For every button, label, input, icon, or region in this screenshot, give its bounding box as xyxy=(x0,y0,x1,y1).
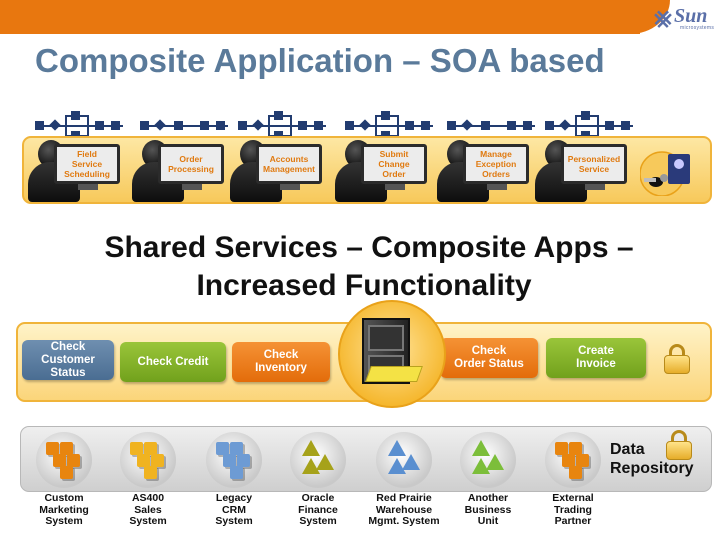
cubes-icon xyxy=(206,432,262,488)
keys-and-card-icon xyxy=(640,151,690,196)
pyramids-icon xyxy=(376,432,432,488)
pyramids-icon xyxy=(460,432,516,488)
sun-logo: Sun microsystems xyxy=(650,4,722,34)
logo-subtext: microsystems xyxy=(680,25,715,31)
cubes-icon xyxy=(120,432,176,488)
service-check-customer-status[interactable]: Check Customer Status xyxy=(22,340,114,380)
workflow-diagram-icon xyxy=(345,111,435,140)
slide-title: Composite Application – SOA based xyxy=(35,42,605,79)
folder-icon xyxy=(365,366,423,382)
process-monitor: Order Processing xyxy=(158,144,224,184)
monitor-stand xyxy=(487,184,507,190)
process-monitor: Accounts Management xyxy=(256,144,322,184)
data-source-label: AS400 Sales System xyxy=(129,492,167,527)
process-monitor: Field Service Scheduling xyxy=(54,144,120,184)
data-source-label: Legacy CRM System xyxy=(215,492,253,527)
service-check-credit[interactable]: Check Credit xyxy=(120,342,226,382)
data-repository-label: Data Repository xyxy=(610,441,694,477)
service-check-order-status[interactable]: Check Order Status xyxy=(440,338,538,378)
process-monitor: Personalized Service xyxy=(561,144,627,184)
workflow-diagram-icon xyxy=(140,112,230,140)
workflow-diagram-icon xyxy=(447,112,537,140)
monitor-stand xyxy=(280,184,300,190)
cubes-icon xyxy=(36,432,92,488)
service-create-invoice[interactable]: Create Invoice xyxy=(546,338,646,378)
sun-logo-icon xyxy=(654,10,672,28)
cubes-icon xyxy=(545,432,601,488)
data-source-label: Custom Marketing System xyxy=(39,492,89,527)
monitor-stand xyxy=(78,184,98,190)
monitor-stand xyxy=(385,184,405,190)
logo-wordmark: Sun xyxy=(674,5,708,27)
top-banner xyxy=(0,0,640,34)
services-lock-icon xyxy=(664,344,690,374)
pyramids-icon xyxy=(290,432,346,488)
workflow-diagram-icon xyxy=(238,111,328,140)
data-source-label: Another Business Unit xyxy=(464,492,512,527)
subtitle-line-1: Shared Services – Composite Apps – xyxy=(104,231,634,264)
data-repository-lock-icon xyxy=(666,430,692,460)
data-source-label: Oracle Finance System xyxy=(298,492,338,527)
process-monitor: Manage Exception Orders xyxy=(463,144,529,184)
monitor-stand xyxy=(182,184,202,190)
data-source-label: Red Prairie Warehouse Mgmt. System xyxy=(368,492,440,527)
service-check-inventory[interactable]: Check Inventory xyxy=(232,342,330,382)
subtitle-line-2: Increased Functionality xyxy=(196,269,532,302)
data-source-label: External Trading Partner xyxy=(552,492,594,527)
process-monitor: Submit Change Order xyxy=(361,144,427,184)
monitor-stand xyxy=(585,184,605,190)
